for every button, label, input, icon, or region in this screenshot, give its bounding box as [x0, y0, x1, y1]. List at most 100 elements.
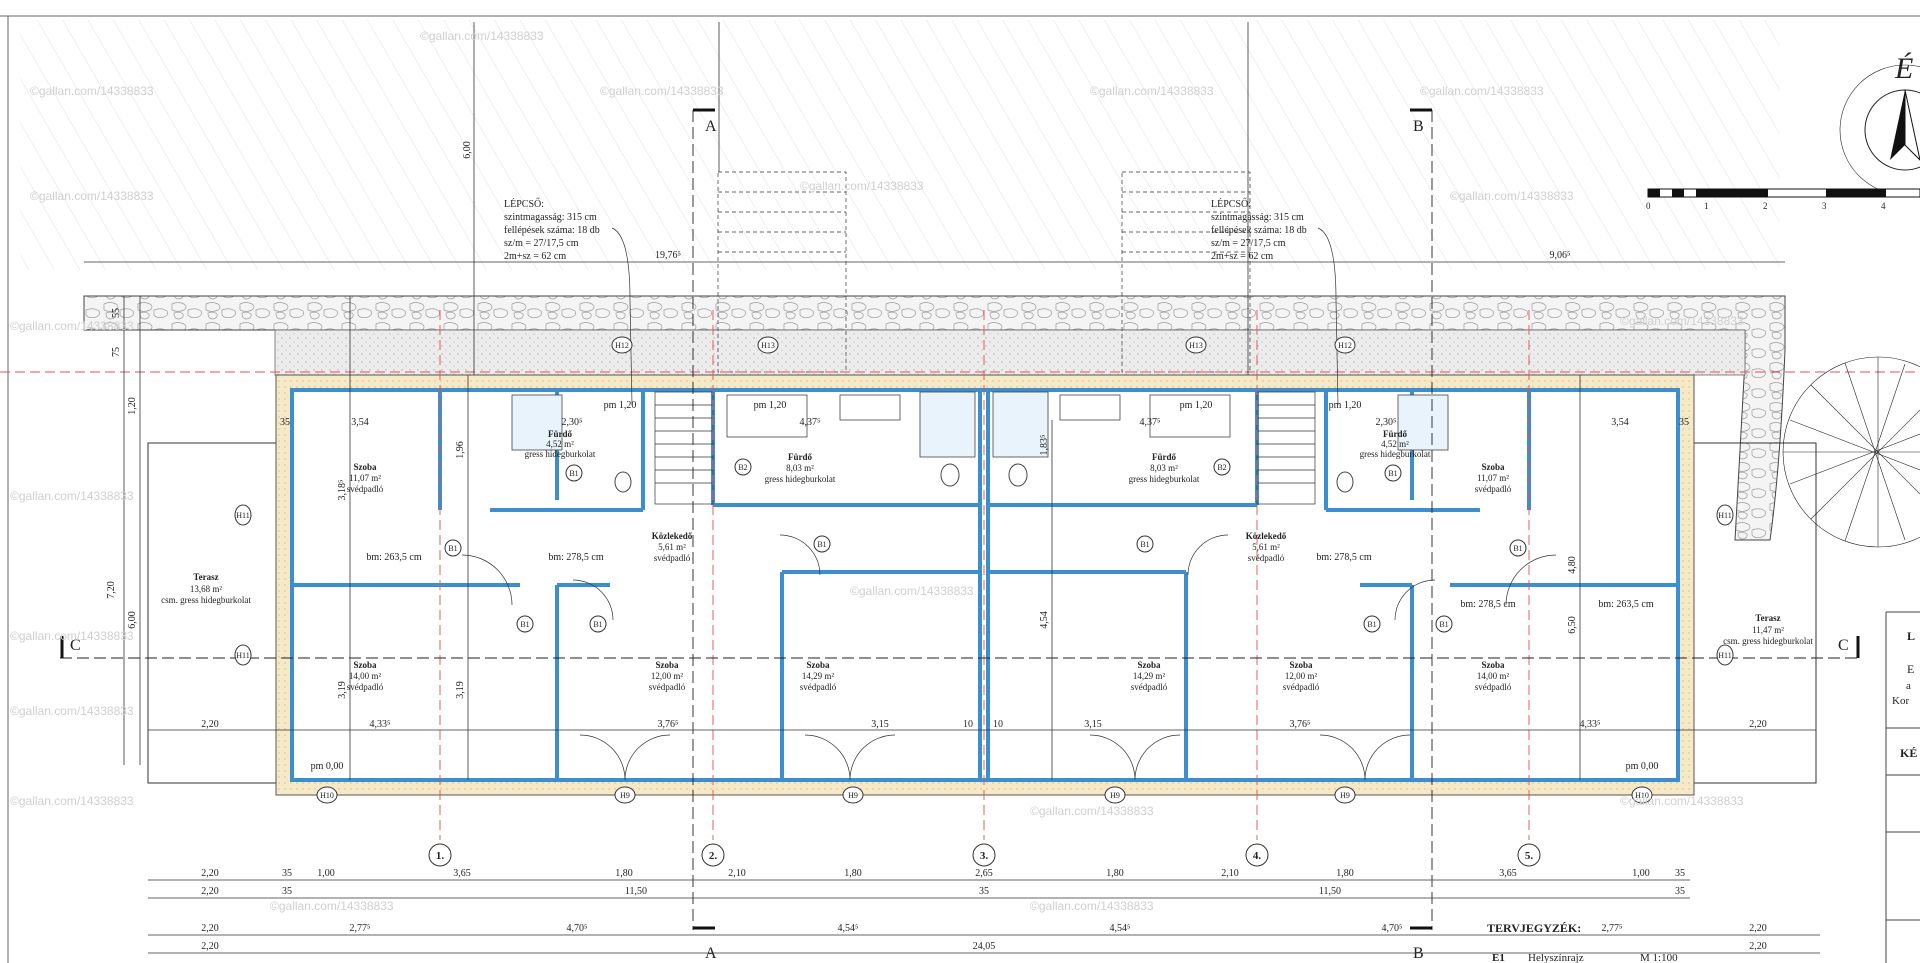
bottom-dim-row-1: 2,20 35 1,00 3,65 1,80 2,10 1,80 2,65 1,…: [201, 868, 1685, 879]
level-pm120: pm 1,20: [1180, 400, 1213, 411]
room-l4-floor: svédpadló: [800, 682, 837, 692]
tag-bubbles: H10 H10 H9 H9 H9 H9 H11 H11 H11 H11 H12 …: [234, 336, 1734, 804]
room-r4-area: 14,29 m²: [1133, 671, 1166, 681]
ceiling-height: bm: 278,5 cm: [1460, 599, 1515, 610]
dim-v-183: 1,83⁵: [1039, 435, 1050, 456]
ceiling-height: bm: 263,5 cm: [1598, 599, 1653, 610]
dim-row4: 2,20: [1749, 941, 1767, 952]
tag-b1: B1: [1513, 544, 1522, 553]
tag-b2: B2: [738, 463, 747, 472]
dim-top-right: 9,06⁵: [1550, 250, 1571, 261]
watermarks: ©gallan.com/14338833 ©gallan.com/1433883…: [10, 29, 1744, 913]
tag-h9: H9: [620, 791, 630, 800]
stair-note-left-line: LÉPCSŐ:: [504, 198, 544, 210]
tag-h9: H9: [848, 791, 858, 800]
stair-outline-left: [717, 171, 847, 373]
room-l1-area: 11,07 m²: [349, 473, 381, 483]
dim-row1: 1,80: [1336, 868, 1354, 879]
bottom-dim-lines: [148, 879, 1820, 954]
scale-bar-ticks: 0 1 2 3 4: [1646, 201, 1886, 211]
dim-h-433b: 4,33⁵: [1580, 719, 1601, 730]
watermark: ©gallan.com/14338833: [10, 629, 134, 643]
stair-note-right-line: LÉPCSŐ:: [1211, 198, 1251, 210]
tag-h10: H10: [320, 791, 334, 800]
watermark: ©gallan.com/14338833: [1620, 794, 1744, 808]
dim-row1: 35: [1675, 868, 1685, 879]
room-l3-area: 12,00 m²: [651, 671, 684, 681]
dim-h-354: 3,54: [351, 417, 369, 428]
dim-h-315: 3,15: [871, 719, 889, 730]
watermark: ©gallan.com/14338833: [10, 794, 134, 808]
dim-row2: 35: [282, 886, 292, 897]
room-r3-name: Szoba: [1289, 660, 1313, 670]
dim-h-2305: 2,30⁵: [562, 417, 583, 428]
room-r3-area: 12,00 m²: [1285, 671, 1318, 681]
watermark: ©gallan.com/14338833: [10, 489, 134, 503]
dim-row1: 1,80: [615, 868, 633, 879]
dim-v-3185: 3,18⁵: [337, 480, 348, 501]
dim-h-354b: 3,54: [1611, 417, 1629, 428]
room-bath-big-l-name: Fürdő: [788, 452, 813, 462]
scale-tick: 4: [1881, 201, 1886, 211]
room-r3-floor: svédpadló: [1283, 682, 1320, 692]
dim-row3: 2,77⁵: [1602, 923, 1623, 934]
title-block-sheet-name: Helyszínrajz: [1528, 952, 1584, 963]
section-a-top: A: [705, 118, 717, 135]
terrain-hatch: [20, 20, 1780, 270]
room-bath-big-l-area: 8,03 m²: [786, 463, 814, 473]
room-bath-small-l-area: 4,52 m²: [546, 439, 574, 449]
room-l4-name: Szoba: [806, 660, 830, 670]
tag-b1: B1: [1388, 469, 1397, 478]
room-bath-small-r-floor: gress hidegburkolat: [1360, 449, 1431, 459]
tag-b1: B1: [1367, 620, 1376, 629]
room-l4-area: 14,29 m²: [802, 671, 835, 681]
watermark: ©gallan.com/14338833: [10, 319, 134, 333]
compass-letter: É: [1894, 52, 1913, 85]
dim-row1: 2,10: [728, 868, 746, 879]
tag-h11: H11: [1718, 651, 1731, 660]
room-r1-area: 11,07 m²: [1477, 473, 1509, 483]
stair-note-right-line: 2m+sz = 62 cm: [1211, 251, 1273, 262]
dim-row3: 4,54⁵: [1110, 923, 1131, 934]
dim-h-35: 35: [280, 417, 290, 428]
section-b-top: B: [1413, 118, 1424, 135]
dim-row1: 2,20: [201, 868, 219, 879]
watermark: ©gallan.com/14338833: [1030, 804, 1154, 818]
tag-b1: B1: [1140, 540, 1149, 549]
dim-row3: 4,70⁵: [1382, 923, 1403, 934]
dim-h-3765: 3,76⁵: [658, 719, 679, 730]
dim-v-319: 3,19: [337, 681, 348, 699]
watermark: ©gallan.com/14338833: [30, 189, 154, 203]
axis-3: 3.: [980, 850, 989, 862]
tag-h12: H12: [1338, 341, 1352, 350]
room-labels: Terasz 13,68 m² csm. gress hidegburkolat…: [161, 429, 1813, 692]
title-fragment-5: KÉ: [1900, 746, 1917, 760]
room-r1-floor: svédpadló: [1475, 484, 1512, 494]
dim-v-120: 1,20: [127, 397, 138, 415]
ceiling-height: bm: 263,5 cm: [366, 552, 421, 563]
room-r2-name: Szoba: [1481, 660, 1505, 670]
dim-v-720: 7,20: [106, 581, 117, 599]
level-pm120: pm 1,20: [1329, 400, 1362, 411]
watermark: ©gallan.com/14338833: [1450, 189, 1574, 203]
room-terrace-right-floor: csm. gress hidegburkolat: [1723, 636, 1813, 646]
tag-h11: H11: [1718, 511, 1731, 520]
stair-note-left-line: fellépések száma: 18 db: [504, 225, 600, 236]
dim-row3: 2,20: [1749, 923, 1767, 934]
stair-note-left-line: 2m+sz = 62 cm: [504, 251, 566, 262]
watermark: ©gallan.com/14338833: [1620, 314, 1744, 328]
tag-h13: H13: [761, 341, 775, 350]
tag-h9: H9: [1340, 791, 1350, 800]
room-bath-big-l-floor: gress hidegburkolat: [765, 474, 836, 484]
tag-b1: B1: [593, 620, 602, 629]
watermark: ©gallan.com/14338833: [420, 29, 544, 43]
watermark: ©gallan.com/14338833: [1030, 899, 1154, 913]
room-corridor-l-floor: svédpadló: [654, 553, 691, 563]
room-bath-big-r-floor: gress hidegburkolat: [1129, 474, 1200, 484]
dim-top-long: 19,76⁵: [655, 250, 681, 261]
bottom-dim-row-4: 2,20 24,05 2,20: [201, 941, 1767, 952]
level-pm120: pm 1,20: [754, 400, 787, 411]
dim-row1: 2,10: [1221, 868, 1239, 879]
dim-row2: 11,50: [1319, 886, 1341, 897]
